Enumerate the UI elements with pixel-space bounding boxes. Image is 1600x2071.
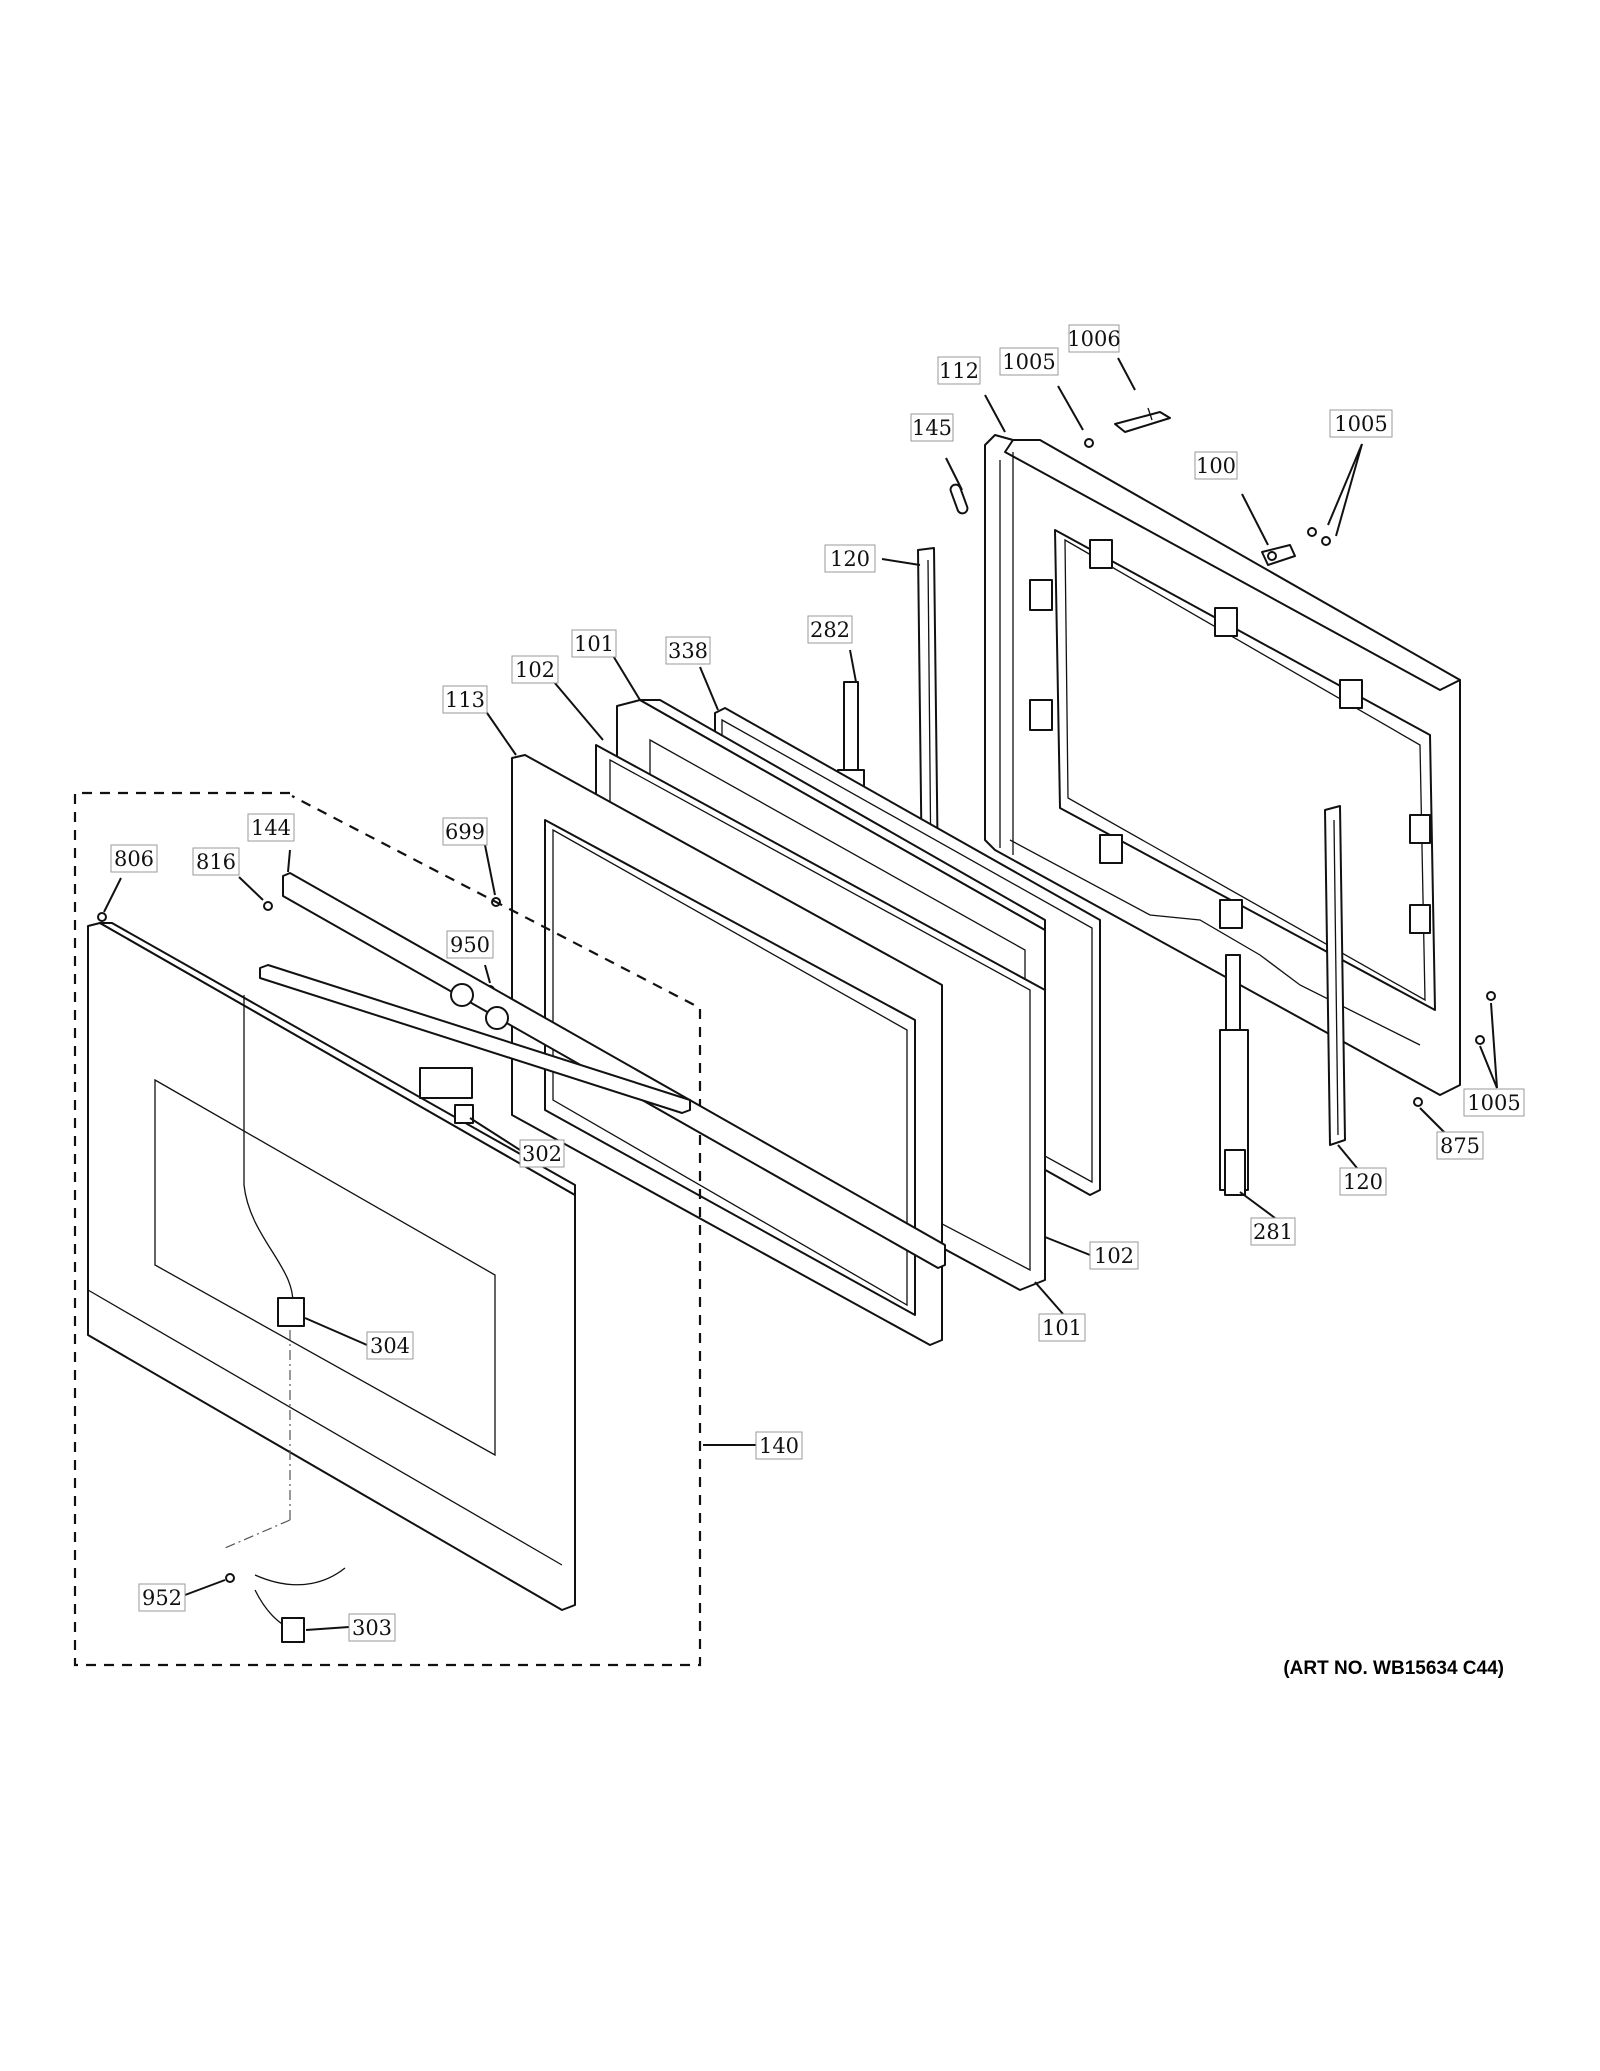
- svg-text:120: 120: [1343, 1170, 1383, 1194]
- callout-112: 112: [937, 356, 981, 385]
- svg-text:1006: 1006: [1067, 327, 1120, 351]
- svg-text:302: 302: [522, 1142, 562, 1166]
- callout-282: 282: [807, 615, 853, 644]
- svg-text:806: 806: [114, 847, 154, 871]
- svg-text:145: 145: [912, 416, 952, 440]
- svg-text:112: 112: [939, 359, 979, 383]
- hinge-lower: [1219, 954, 1249, 1196]
- svg-text:303: 303: [352, 1616, 392, 1640]
- callout-806: 806: [110, 844, 158, 873]
- svg-text:338: 338: [668, 639, 708, 663]
- svg-text:101: 101: [1042, 1316, 1082, 1340]
- art-number: (ART NO. WB15634 C44): [1283, 1658, 1504, 1679]
- callout-816: 816: [192, 847, 240, 876]
- svg-text:100: 100: [1196, 454, 1236, 478]
- callout-281: 281: [1250, 1217, 1296, 1246]
- callout-140: 140: [755, 1431, 803, 1460]
- door-rails: [917, 547, 1346, 1146]
- callout-120-top: 120: [824, 544, 876, 573]
- svg-text:113: 113: [445, 688, 485, 712]
- svg-text:102: 102: [1094, 1244, 1134, 1268]
- callout-303: 303: [348, 1613, 396, 1642]
- outer-door-glass: [87, 922, 576, 1611]
- callout-113: 113: [442, 685, 488, 714]
- svg-text:140: 140: [759, 1434, 799, 1458]
- callout-302: 302: [519, 1139, 565, 1168]
- svg-text:1005: 1005: [1002, 350, 1055, 374]
- callout-102-bottom: 102: [1089, 1241, 1139, 1270]
- svg-text:120: 120: [830, 547, 870, 571]
- display-connector: [419, 983, 509, 1124]
- svg-text:304: 304: [370, 1334, 410, 1358]
- svg-text:282: 282: [810, 618, 850, 642]
- callout-699: 699: [442, 817, 488, 846]
- door-spring: [949, 483, 969, 515]
- callout-101-top: 101: [571, 629, 617, 658]
- svg-text:144: 144: [251, 816, 291, 840]
- svg-text:1005: 1005: [1467, 1091, 1520, 1115]
- callout-875: 875: [1436, 1131, 1484, 1160]
- callout-950: 950: [446, 930, 494, 959]
- svg-text:102: 102: [515, 658, 555, 682]
- callout-1005-bottom: 1005: [1463, 1088, 1525, 1117]
- door-clip: [1114, 407, 1171, 433]
- svg-text:875: 875: [1440, 1134, 1480, 1158]
- callout-304: 304: [366, 1331, 414, 1360]
- svg-text:1005: 1005: [1334, 412, 1387, 436]
- callout-1005-right: 1005: [1329, 409, 1393, 438]
- handle-channel: [259, 872, 946, 1269]
- callout-144: 144: [247, 813, 295, 842]
- callout-1005-top: 1005: [999, 347, 1059, 376]
- svg-text:699: 699: [445, 820, 485, 844]
- callout-1006: 1006: [1067, 324, 1121, 353]
- svg-text:950: 950: [450, 933, 490, 957]
- callout-952: 952: [138, 1583, 186, 1612]
- callout-338: 338: [665, 636, 711, 665]
- callout-101-bottom: 101: [1038, 1313, 1086, 1342]
- callout-102-top: 102: [511, 655, 559, 684]
- svg-text:281: 281: [1253, 1220, 1293, 1244]
- leader-lines: [103, 357, 1498, 1631]
- svg-text:101: 101: [574, 632, 614, 656]
- svg-text:816: 816: [196, 850, 236, 874]
- wire-harness: [224, 1184, 346, 1643]
- svg-text:952: 952: [142, 1586, 182, 1610]
- callout-120-bottom: 120: [1339, 1167, 1387, 1196]
- callout-145: 145: [910, 413, 954, 442]
- callout-100: 100: [1194, 451, 1238, 480]
- hinge-bracket: [1261, 544, 1296, 566]
